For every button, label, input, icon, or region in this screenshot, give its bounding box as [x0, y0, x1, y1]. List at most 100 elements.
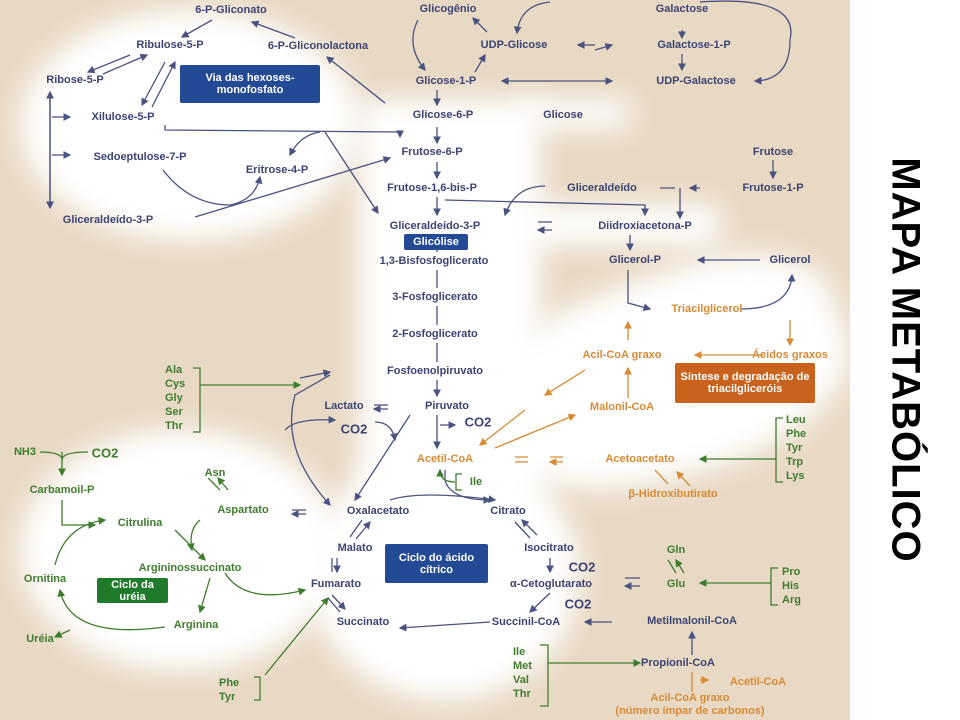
amino-acid-trp: Trp: [786, 456, 804, 468]
metabolite-metilmalonil-coa: Metilmalonil-CoA: [647, 615, 737, 627]
pathway-label-ciclo-da-ureia: Ciclo da uréia: [97, 578, 168, 603]
co2-isocitrato: CO2: [568, 559, 596, 575]
pentose-highlight: [20, 10, 360, 240]
metabolite-acidos-graxos: Ácidos graxos: [752, 349, 828, 361]
amino-acid-phe: Phe: [786, 428, 807, 440]
arrow: [515, 520, 538, 539]
glucogenic-amino-acids: Ala Cys Gly Ser Thr: [165, 363, 185, 433]
metabolite-isocitrato: Isocitrato: [524, 542, 574, 554]
glucose-highlight: [520, 100, 630, 128]
arrow: [53, 629, 71, 638]
amino-acid-phe: Phe: [219, 677, 240, 689]
arrow: [292, 510, 306, 514]
metabolic-map: 6-P-Gliconato Ribulose-5-P 6-P-Gliconola…: [0, 0, 850, 720]
metabolite-succinil-coa: Succinil-CoA: [491, 616, 561, 628]
arrow: [354, 414, 411, 502]
metabolite-fosfoenolpiruvato: Fosfoenolpiruvato: [387, 365, 483, 377]
co2-piruvato: CO2: [464, 414, 492, 430]
metabolite-frutose-6-p: Frutose-6-P: [401, 146, 463, 158]
arrow: [515, 457, 563, 462]
metabolite-alfa-cetoglutarato: α-Cetoglutarato: [510, 578, 592, 590]
metabolite-frutose: Frutose: [752, 146, 794, 158]
arrow: [529, 592, 551, 613]
co2-carboxylation: CO2: [340, 421, 368, 437]
arrow: [207, 478, 229, 491]
metabolite-glicerol: Glicerol: [769, 254, 811, 266]
arrow: [494, 413, 577, 449]
arrow: [198, 577, 211, 614]
metabolite-glicose-6-p: Glicose-6-P: [412, 109, 474, 121]
amino-acid-ser: Ser: [165, 406, 183, 418]
amino-acid-arg: Arg: [782, 594, 801, 606]
arrow: [436, 468, 456, 483]
arrow: [284, 415, 337, 431]
arrow: [264, 596, 329, 676]
arrow: [180, 19, 213, 38]
metabolite-piruvato: Piruvato: [424, 400, 470, 412]
amino-acid-ala: Ala: [165, 364, 183, 376]
metabolite-eritrose-4-p: Eritrose-4-P: [245, 164, 309, 176]
slide-title: MAPA METABÓLICO: [883, 157, 928, 563]
metabolite-lactato: Lactato: [324, 400, 364, 412]
metabolite-ribose-5-p: Ribose-5-P: [46, 74, 104, 86]
amino-acid-ile-ketogenic: Ile: [469, 476, 483, 488]
bracket: [254, 676, 261, 701]
arrow: [444, 199, 649, 217]
amino-acid-his: His: [782, 580, 800, 592]
amino-acid-met: Met: [513, 660, 532, 672]
nh3-label: NH3: [13, 446, 37, 458]
amino-acid-asn: Asn: [204, 467, 226, 479]
metabolite-udp-galactose: UDP-Galactose: [656, 75, 736, 87]
arrow: [374, 405, 388, 409]
pathway-label-hexose-monophosphate: Via das hexoses-monofosfato: [180, 65, 320, 103]
arrow: [194, 156, 392, 218]
pathway-arrows: [39, 0, 796, 707]
metabolite-citrato: Citrato: [490, 505, 526, 517]
metabolite-aspartato: Aspartato: [217, 504, 269, 516]
amino-acid-tyr: Tyr: [219, 691, 236, 703]
metabolite-acetil-coa: Acetil-CoA: [416, 453, 474, 465]
amino-acid-ile: Ile: [513, 646, 526, 658]
arrow: [151, 60, 176, 108]
arrow: [327, 594, 345, 612]
arrow: [691, 672, 708, 692]
metabolite-fumarato: Fumarato: [310, 578, 362, 590]
arrow: [627, 270, 652, 312]
metabolite-beta-hidroxibutirato: β-Hidroxibutirato: [628, 488, 718, 500]
metabolite-malonil-coa: Malonil-CoA: [589, 401, 655, 413]
metabolite-nh3: NH3: [14, 446, 36, 458]
arrow: [162, 170, 260, 206]
metabolite-xilulose-5-p: Xilulose-5-P: [91, 111, 155, 123]
metabolite-6-p-gliconato: 6-P-Gliconato: [195, 4, 267, 16]
metabolite-acetil-coa-odd: Acetil-CoA: [729, 676, 787, 688]
arrow: [699, 0, 792, 85]
arrow: [374, 421, 398, 442]
co2-cetoglutarato: CO2: [564, 596, 592, 612]
arrow: [186, 519, 201, 552]
metabolite-acetoacetato: Acetoacetato: [605, 453, 675, 465]
metabolite-1-3-bisfosfoglicerato: 1,3-Bisfosfoglicerato: [379, 255, 489, 267]
metabolite-propionil-coa: Propionil-CoA: [641, 657, 715, 669]
arrow: [61, 500, 97, 529]
arrow: [54, 516, 107, 566]
metabolite-ureia: Uréia: [26, 633, 54, 645]
arrow: [174, 529, 206, 561]
metabolite-glicogenio: Glicogênio: [419, 3, 477, 15]
arrow: [538, 221, 552, 230]
arrow: [503, 185, 546, 217]
arrow: [667, 560, 685, 574]
arrow: [513, 1, 551, 35]
amino-acid-glu: Glu: [666, 578, 686, 590]
amino-acid-thr: Thr: [513, 688, 531, 700]
arrow: [543, 369, 586, 396]
phe-tyr-amino-acids: Phe Tyr: [219, 676, 239, 704]
metabolite-succinato: Succinato: [336, 616, 390, 628]
dhap-highlight: [520, 205, 720, 245]
amino-acid-gln: Gln: [666, 544, 686, 556]
bracket: [193, 367, 201, 433]
amino-acid-cys: Cys: [165, 378, 186, 390]
arrow: [290, 374, 331, 506]
arrow: [289, 131, 321, 157]
ketogenic-amino-acids: Leu Phe Tyr Trp Lys: [786, 413, 806, 483]
metabolite-citrulina: Citrulina: [117, 517, 163, 529]
